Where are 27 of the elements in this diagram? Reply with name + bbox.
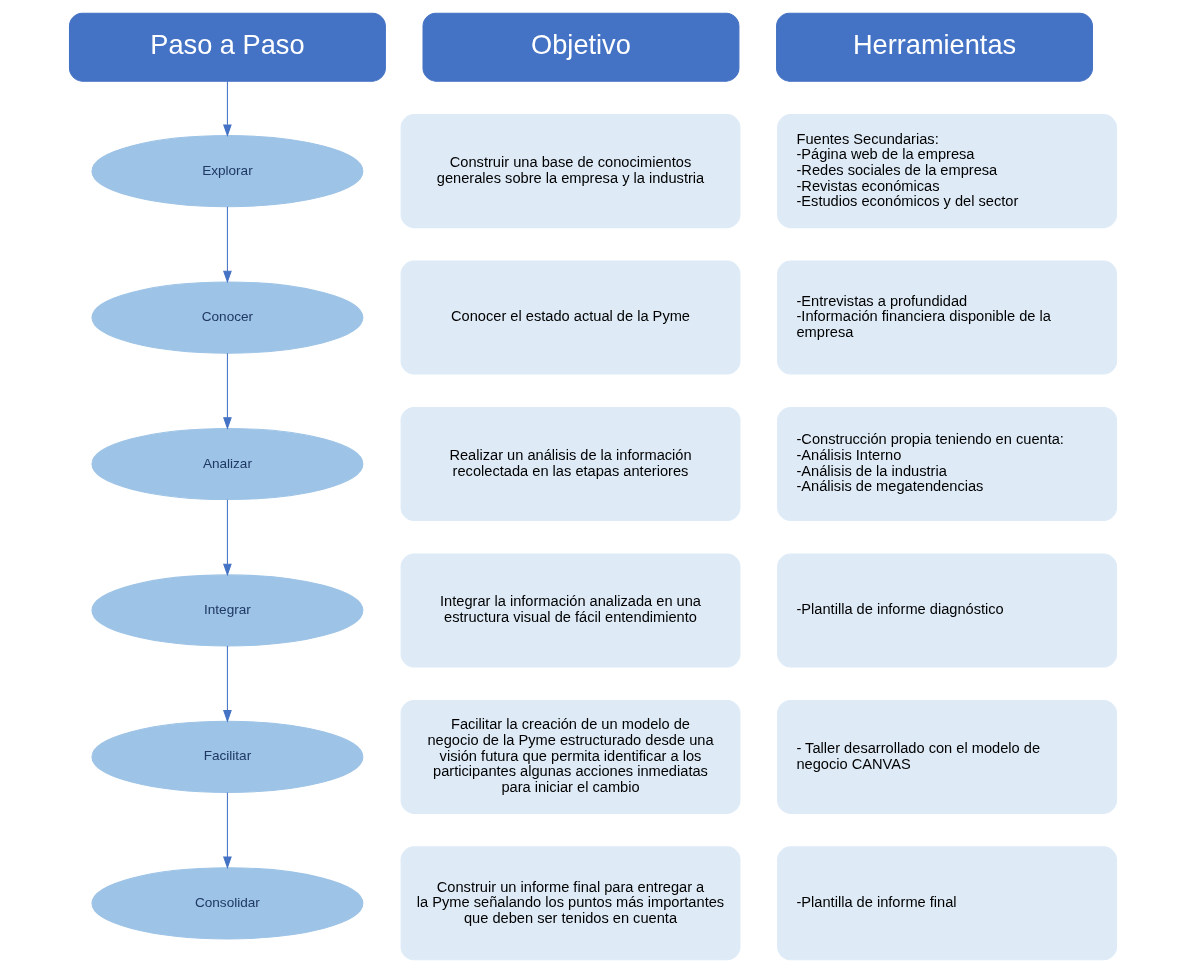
node-box: Objetivo xyxy=(422,12,740,82)
node-box: - Taller desarrollado con el modelo de negocio CANVAS xyxy=(777,699,1118,814)
node-ellipse: Integrar xyxy=(91,573,364,647)
arrow xyxy=(223,498,232,576)
node-box: -Plantilla de informe final xyxy=(777,845,1118,960)
node-box: Conocer el estado actual de la Pyme xyxy=(400,260,741,375)
arrow xyxy=(223,791,232,869)
node-box: Integrar la información analizada en una estructura visual de fácil entendimiento xyxy=(400,552,741,667)
node-ellipse: Conocer xyxy=(91,281,364,354)
node-box: -Plantilla de informe diagnóstico xyxy=(777,552,1118,667)
node-box: Fuentes Secundarias: -Página web de la empresa -Redes sociales de la empresa -Revistas económicas -Estudios económicos y del sector xyxy=(777,113,1118,228)
node-ellipse: Explorar xyxy=(91,134,364,207)
node-ellipse: Facilitar xyxy=(91,720,364,793)
node-box: Realizar un análisis de la información recolectada en las etapas anteriores xyxy=(400,406,741,521)
arrow xyxy=(223,205,232,283)
node-box: Herramientas xyxy=(776,12,1093,82)
node-ellipse: Consolidar xyxy=(91,866,364,939)
node-box: Facilitar la creación de un modelo de negocio de la Pyme estructurado desde una visión futura que permita identificar a los participantes algunas acciones inmediatas para iniciar el cambio xyxy=(400,699,741,814)
node-box: Construir un informe final para entregar a la Pyme señalando los puntos más importantes que deben ser tenidos en cuenta xyxy=(400,845,741,960)
arrow xyxy=(223,645,232,723)
node-box: Paso a Paso xyxy=(68,12,386,82)
node-box: -Entrevistas a profundidad -Información financiera disponible de la empresa xyxy=(777,260,1118,375)
node-box: -Construcción propia teniendo en cuenta: -Análisis Interno -Análisis de la industria -Análisis de megatendencias xyxy=(777,406,1118,521)
arrow xyxy=(223,80,232,137)
arrow xyxy=(223,352,232,430)
node-ellipse: Analizar xyxy=(91,427,364,500)
node-box: Construir una base de conocimientos generales sobre la empresa y la industria xyxy=(400,113,741,228)
